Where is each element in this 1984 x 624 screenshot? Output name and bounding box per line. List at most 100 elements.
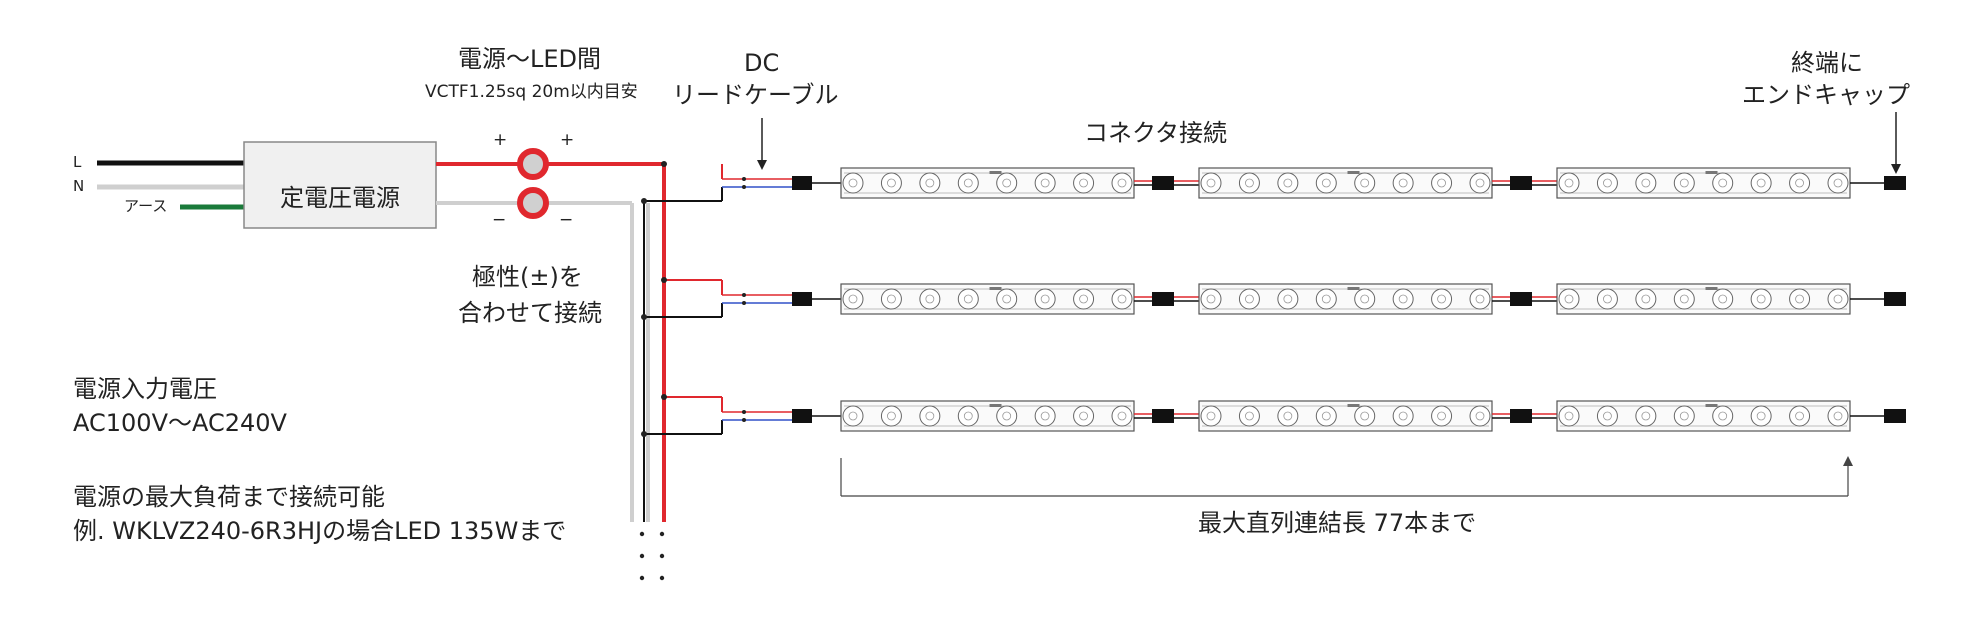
led-lens-core xyxy=(1079,178,1088,188)
led-lens xyxy=(842,405,864,427)
led-lens xyxy=(1200,172,1222,194)
led-lens-core xyxy=(848,178,858,188)
led-module-logo xyxy=(989,404,1002,407)
led-lens xyxy=(1392,288,1414,310)
connector-label: コネクタ接続 xyxy=(1084,119,1228,147)
led-lens-core xyxy=(1245,178,1254,188)
led-lens-core xyxy=(1641,294,1651,304)
bus-junction-negative xyxy=(641,314,647,320)
led-lens-core xyxy=(1040,178,1050,188)
max-series-label: 最大直列連結長 77本まで xyxy=(1198,509,1477,537)
led-lens xyxy=(1750,288,1772,310)
led-lens-core xyxy=(925,411,935,421)
module-connector xyxy=(1510,176,1532,190)
led-lens xyxy=(1789,405,1811,427)
led-lens xyxy=(1073,288,1095,310)
led-lens xyxy=(1200,405,1222,427)
led-lens-core xyxy=(887,178,896,188)
led-lens-core xyxy=(1475,178,1485,188)
led-lens xyxy=(957,288,979,310)
led-lens xyxy=(1431,172,1453,194)
led-lens-core xyxy=(1437,178,1446,188)
led-module-logo xyxy=(1347,404,1360,407)
led-lens-core xyxy=(1117,178,1127,188)
led-lens xyxy=(1558,172,1580,194)
wire-n-label: N xyxy=(73,177,85,195)
dc-lead-dot xyxy=(742,301,746,305)
led-module xyxy=(840,283,1135,315)
led-module-logo xyxy=(1347,171,1360,174)
led-lens-core xyxy=(963,178,973,188)
led-module-logo xyxy=(1705,171,1718,174)
led-lens xyxy=(1354,172,1376,194)
led-lens xyxy=(1827,288,1849,310)
input-voltage-line2: AC100V〜AC240V xyxy=(73,409,287,437)
led-lens-core xyxy=(1718,294,1728,304)
led-lens xyxy=(1673,288,1695,310)
led-lens-core xyxy=(1718,178,1728,188)
led-lens-core xyxy=(1117,294,1127,304)
led-row xyxy=(641,394,1906,437)
led-module xyxy=(1198,400,1493,432)
led-row xyxy=(641,277,1906,320)
led-lens xyxy=(1750,405,1772,427)
led-lens xyxy=(957,405,979,427)
continuation-dots xyxy=(639,531,665,581)
led-lens-core xyxy=(1833,294,1843,304)
cable-title: 電源〜LED間 xyxy=(458,45,602,73)
bus-junction-negative xyxy=(641,198,647,204)
led-lens xyxy=(1277,405,1299,427)
led-lens-core xyxy=(1679,178,1689,188)
led-lens-core xyxy=(1206,411,1216,421)
led-lens xyxy=(880,405,902,427)
input-voltage-line1: 電源入力電圧 xyxy=(73,375,217,403)
end-cap xyxy=(1884,176,1906,190)
led-lens xyxy=(1392,405,1414,427)
terminal-negative xyxy=(517,187,549,219)
led-lens-core xyxy=(1321,294,1331,304)
bus-junction-positive xyxy=(661,161,667,167)
led-lens xyxy=(880,288,902,310)
max-load-line1: 電源の最大負荷まで接続可能 xyxy=(73,483,385,511)
led-lens xyxy=(1673,172,1695,194)
led-lens-core xyxy=(1603,294,1612,304)
led-lens xyxy=(1392,172,1414,194)
led-lens-core xyxy=(1833,411,1843,421)
led-lens xyxy=(1635,172,1657,194)
led-module xyxy=(1198,283,1493,315)
led-lens-core xyxy=(1206,294,1216,304)
led-lens-core xyxy=(1603,178,1612,188)
led-lens xyxy=(919,172,941,194)
module-connector xyxy=(1152,409,1174,423)
led-lens xyxy=(1596,288,1618,310)
max-series-bracket xyxy=(840,456,1853,497)
led-lens-core xyxy=(1398,411,1408,421)
wire-earth-label: アース xyxy=(124,197,168,215)
led-lens-core xyxy=(1679,294,1689,304)
led-lens xyxy=(919,405,941,427)
led-lens xyxy=(996,288,1018,310)
led-rows xyxy=(641,161,1906,437)
led-lens-core xyxy=(1283,178,1293,188)
led-lens xyxy=(1789,288,1811,310)
minus-right-label: − xyxy=(559,210,574,230)
led-lens xyxy=(1558,288,1580,310)
led-lens-core xyxy=(963,294,973,304)
led-module-logo xyxy=(989,287,1002,290)
led-module xyxy=(1556,400,1851,432)
led-lens-core xyxy=(1564,294,1574,304)
dc-lead-label-line1: DC xyxy=(744,49,780,77)
led-lens xyxy=(1034,405,1056,427)
led-lens-core xyxy=(1245,294,1254,304)
led-lens xyxy=(1111,405,1133,427)
plus-left-label: + xyxy=(493,130,508,150)
end-cap-label-line2: エンドキャップ xyxy=(1742,81,1910,109)
led-module xyxy=(1556,167,1851,199)
bus-junction-positive xyxy=(661,394,667,400)
led-lens-core xyxy=(1283,294,1293,304)
module-connector xyxy=(1152,292,1174,306)
led-module-logo xyxy=(1705,404,1718,407)
led-lens-core xyxy=(1002,294,1012,304)
led-lens xyxy=(880,172,902,194)
led-lens xyxy=(996,405,1018,427)
